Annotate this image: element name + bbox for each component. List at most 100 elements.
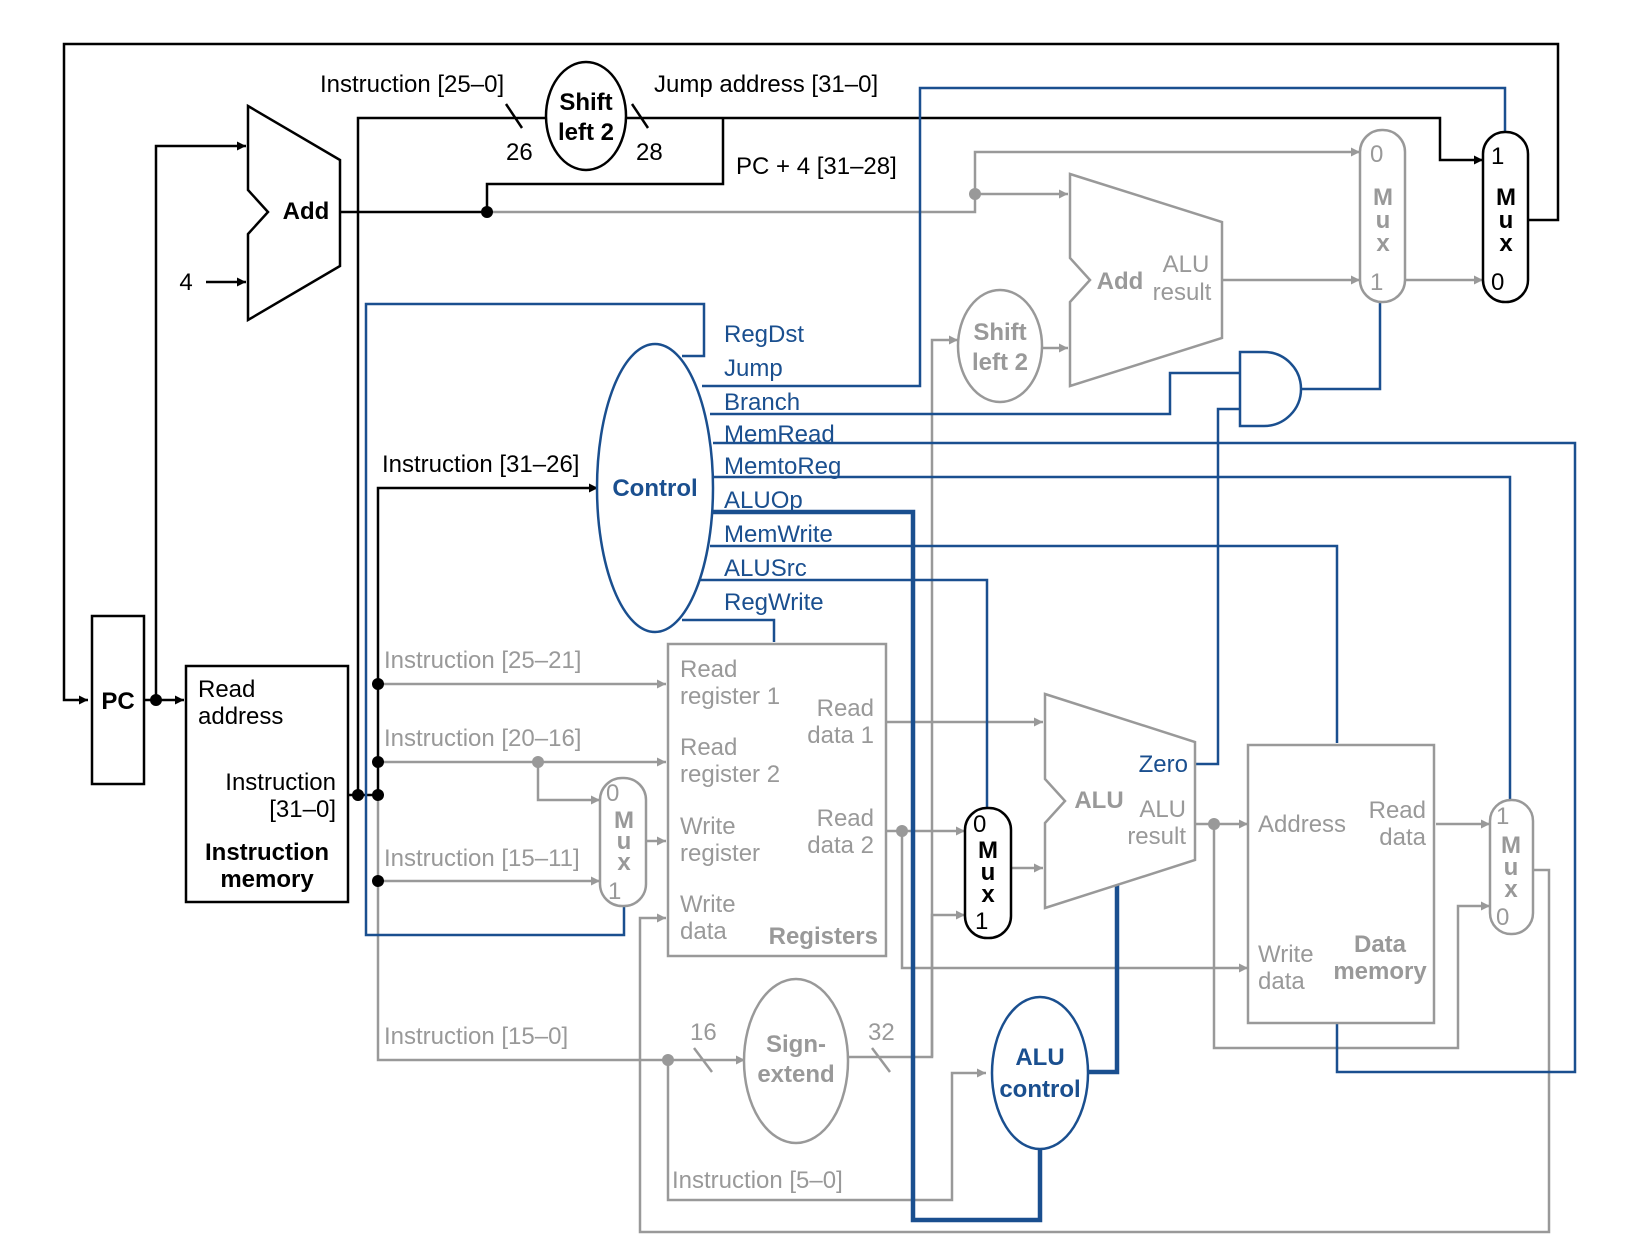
sign-extend-label-1: Sign- [766, 1031, 826, 1058]
alusrc-mux-x: x [981, 881, 995, 908]
alu-control-unit: ALU control [990, 995, 1090, 1151]
wire-labels: Instruction [25–0] Jump address [31–0] P… [320, 71, 897, 1194]
signal-regwrite: RegWrite [724, 589, 824, 616]
jump-shift-left-2: Shift left 2 [544, 60, 628, 172]
instr-25-0-wire [356, 116, 1483, 795]
junction-dot [372, 678, 384, 690]
control-signal-labels: RegDst Jump Branch MemRead MemtoReg ALUO… [724, 321, 841, 616]
branch-mux: 0 M u x 1 [1358, 128, 1407, 304]
regdst-mux: 0 M u x 1 [598, 776, 648, 908]
signext-out-wire [848, 910, 965, 1059]
memtoreg-mux: 1 M u x 0 [1488, 798, 1535, 936]
bit-width-tick-16 [693, 1047, 713, 1073]
reg-read-reg2-1: Read [680, 734, 737, 761]
junction-dot [150, 694, 162, 706]
reg-read-reg1-1: Read [680, 656, 737, 683]
reg-title: Registers [769, 923, 878, 950]
signal-alusrc: ALUSrc [724, 555, 807, 582]
alusrc-mux: 0 M u x 1 [963, 806, 1013, 940]
alu-zero-label: Zero [1139, 751, 1188, 778]
imem-read-label-1: Read [198, 676, 255, 703]
signal-jump: Jump [724, 355, 783, 382]
blue-control-wires [364, 86, 1577, 1223]
pc-adder-label: Add [283, 198, 330, 225]
junction-dot [481, 206, 493, 218]
branch-adder: Add ALU result [1068, 172, 1224, 388]
dmem-read-data-1: Read [1369, 797, 1426, 824]
imem-read-label-2: address [198, 703, 283, 730]
bit-width-tick-32 [871, 1047, 891, 1073]
gray-wires [376, 147, 1551, 1234]
jump-mux: 1 M u x 0 [1481, 130, 1530, 304]
pc4-to-branch-add-wire [487, 147, 1360, 214]
memtoreg-mux-in1: 1 [1496, 803, 1509, 830]
imem-title-2: memory [220, 866, 314, 893]
pc-adder: Add [246, 103, 342, 323]
dmem-write-data-2: data [1258, 968, 1305, 995]
regdst-mux-x: x [617, 849, 631, 876]
reg-write-reg-2: register [680, 840, 760, 867]
control-label: Control [612, 475, 697, 502]
jump-mux-in0: 0 [1491, 269, 1504, 296]
bit-width-tick-26 [504, 103, 524, 129]
and-gate-shape [1238, 350, 1303, 428]
signal-memtoreg: MemtoReg [724, 453, 841, 480]
junction-dot [372, 789, 384, 801]
regdst-mux-m: M [614, 807, 634, 834]
memread-wire [713, 441, 1577, 1074]
and-out-wire [1302, 302, 1382, 391]
pc4-upper-bits-wire [485, 118, 725, 212]
junction-dot [969, 188, 981, 200]
branch-and-gate [1238, 350, 1303, 428]
branch-shift-left-2: Shift left 2 [956, 288, 1044, 404]
control-unit: Control [595, 342, 715, 634]
junction-dot [372, 756, 384, 768]
instr-31-26-wire [376, 483, 598, 795]
alu-result-bypass-wire [1212, 824, 1490, 1050]
alu-result-label-2: result [1127, 823, 1186, 850]
label-instr-15-11: Instruction [15–11] [384, 845, 580, 872]
data-memory: Address Read data Write data Data memory [1246, 743, 1436, 1025]
label-instr-20-16: Instruction [20–16] [384, 725, 581, 752]
alusrc-mux-in0: 0 [973, 811, 986, 838]
pc-label: PC [101, 688, 134, 715]
memtoreg-mux-x: x [1504, 876, 1518, 903]
reg-read-reg1-2: register 1 [680, 683, 780, 710]
alusrc-wire [700, 578, 989, 808]
reg-read-data2-1: Read [817, 805, 874, 832]
dmem-title-2: memory [1333, 958, 1427, 985]
reg-read-data1-1: Read [817, 695, 874, 722]
jump-mux-in1: 1 [1491, 143, 1504, 170]
junction-dot [896, 825, 908, 837]
jump-mux-m: M [1496, 184, 1516, 211]
branch-mux-in0: 0 [1370, 141, 1383, 168]
alu-label: ALU [1074, 787, 1123, 814]
memtoreg-mux-in0: 0 [1496, 904, 1509, 931]
signal-branch: Branch [724, 389, 800, 416]
alusrc-mux-in1: 1 [975, 908, 988, 935]
register-file: Read register 1 Read register 2 Write re… [666, 642, 888, 958]
imem-instr-label-1: Instruction [225, 769, 336, 796]
jump-mux-u: u [1499, 207, 1514, 234]
dmem-title-1: Data [1354, 931, 1407, 958]
reg-read-data2-2: data 2 [807, 832, 874, 859]
signal-memread: MemRead [724, 421, 835, 448]
branch-shift-label-1: Shift [973, 319, 1026, 346]
regdst-mux-in1: 1 [608, 878, 621, 905]
dmem-read-data-2: data [1379, 824, 1426, 851]
label-instr-15-0: Instruction [15–0] [384, 1023, 568, 1050]
label-instr-31-26: Instruction [31–26] [382, 451, 579, 478]
main-alu: ALU Zero ALU result [1043, 692, 1197, 910]
regdst-wire [364, 302, 706, 937]
imem-title-1: Instruction [205, 839, 329, 866]
jump-shift-label-1: Shift [559, 89, 612, 116]
jump-mux-x: x [1499, 230, 1513, 257]
black-wires [62, 42, 1560, 797]
alusrc-mux-m: M [978, 837, 998, 864]
instr-5-0-wire [666, 1060, 986, 1202]
sign-extend-unit: Sign- extend [742, 977, 850, 1145]
label-pc4: PC + 4 [31–28] [736, 153, 897, 180]
branch-mux-u: u [1376, 207, 1391, 234]
jump-mux-to-pc-wire [62, 42, 1560, 705]
